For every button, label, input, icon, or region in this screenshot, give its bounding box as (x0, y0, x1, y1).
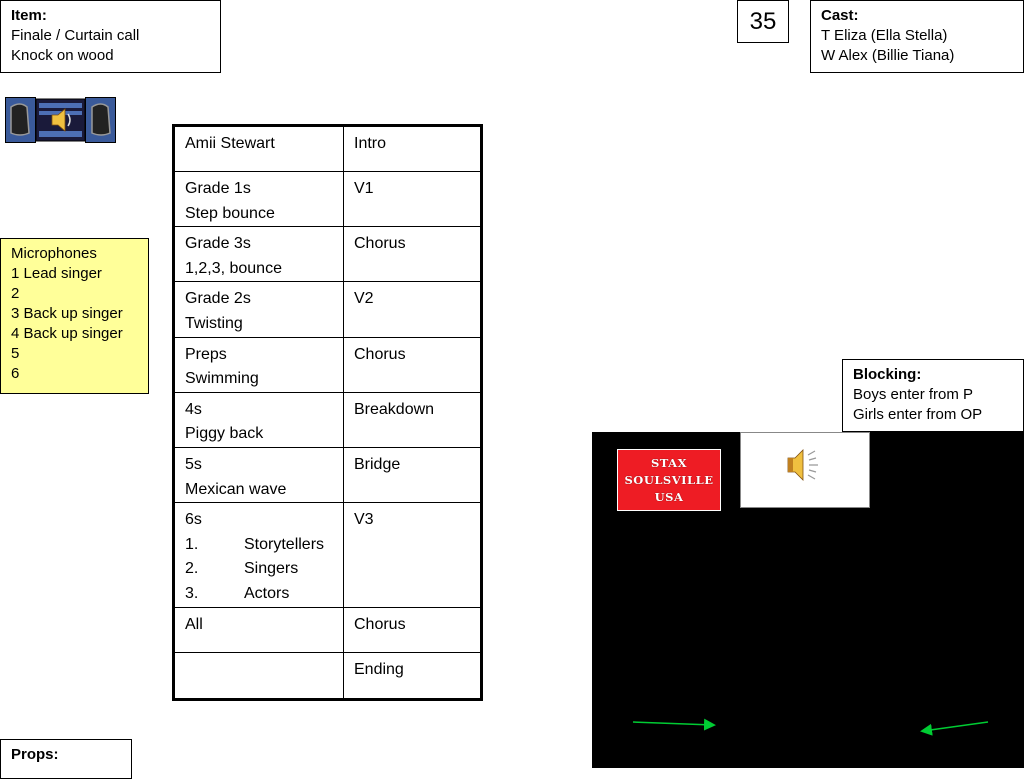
page-number: 35 (737, 0, 789, 43)
section-cell: V2 (343, 281, 482, 338)
performer-move: Mexican wave (185, 480, 287, 498)
list-item: 2.Singers (185, 560, 299, 578)
table-row: Amii Stewart Intro (173, 125, 482, 172)
cast-line-2: W Alex (Billie Tiana) (821, 47, 955, 64)
stax-sign: STAX SOULSVILLE USA (617, 449, 721, 511)
performer-move: Swimming (185, 370, 259, 388)
mic-line-5: 5 (11, 345, 20, 362)
performer-move: 1,2,3, bounce (185, 259, 282, 277)
cast-heading: Cast: (821, 7, 859, 24)
media-player-icon[interactable] (5, 97, 116, 143)
item-line-2: Knock on wood (11, 47, 114, 64)
table-row: 5s Mexican wave Bridge (173, 446, 482, 504)
performer-name: Preps (185, 345, 227, 363)
performer-cell: Amii Stewart (173, 125, 344, 172)
boys-entrance-arrow (632, 718, 716, 731)
table-row: Preps Swimming Chorus (173, 336, 482, 393)
blocking-line-1: Boys enter from P (853, 386, 974, 403)
section-cell: Chorus (343, 607, 482, 654)
speaker-icon[interactable] (741, 433, 871, 509)
section-cell: V3 (343, 502, 482, 609)
table-row: Ending (173, 652, 482, 701)
mic-line-6: 6 (11, 365, 20, 382)
section-cell: Chorus (343, 336, 482, 393)
performer-cell: Grade 3s 1,2,3, bounce (173, 226, 344, 283)
table-row: Grade 2s Twisting V2 (173, 281, 482, 338)
item-heading: Item: (11, 7, 47, 24)
microphones-box: Microphones 1 Lead singer 2 3 Back up si… (0, 238, 149, 394)
performer-name: 4s (185, 400, 202, 418)
props-box: Props: (0, 739, 132, 779)
cast-box: Cast: T Eliza (Ella Stella) W Alex (Bill… (810, 0, 1024, 73)
sign-line-2: SOULSVILLE (624, 473, 714, 487)
item-box: Item: Finale / Curtain call Knock on woo… (0, 0, 221, 73)
performer-cell: 5s Mexican wave (173, 446, 344, 504)
cast-line-1: T Eliza (Ella Stella) (821, 27, 948, 44)
mic-line-1: 1 Lead singer (11, 265, 102, 282)
performer-cell: All (173, 607, 344, 654)
performer-cell: Grade 2s Twisting (173, 281, 344, 338)
performer-name: All (185, 616, 203, 634)
performer-cell (173, 652, 344, 701)
blocking-heading: Blocking: (853, 366, 922, 383)
section-cell: Intro (343, 125, 482, 172)
performer-cell: 6s 1.Storytellers 2.Singers 3.Actors (173, 502, 344, 609)
performer-name: Grade 1s (185, 180, 251, 197)
performer-move: Step bounce (185, 204, 275, 222)
running-order-table: Amii Stewart Intro Grade 1s Step bounce … (172, 124, 483, 702)
section-cell: Bridge (343, 446, 482, 504)
table-row: Grade 1s Step bounce V1 (173, 170, 482, 228)
table-row: Grade 3s 1,2,3, bounce Chorus (173, 226, 482, 283)
performer-cell: Preps Swimming (173, 336, 344, 393)
performer-name: Grade 3s (185, 235, 251, 253)
table-row: All Chorus (173, 607, 482, 654)
mic-line-4: 4 Back up singer (11, 325, 123, 342)
performer-name: 6s (185, 511, 202, 529)
list-item: 1.Storytellers (185, 535, 325, 553)
performer-name: 5s (185, 455, 202, 473)
girls-entrance-arrow (920, 721, 989, 736)
sound-card[interactable] (740, 432, 870, 508)
section-cell: Breakdown (343, 391, 482, 448)
performer-name: Grade 2s (185, 290, 251, 308)
table-row: 6s 1.Storytellers 2.Singers 3.Actors V3 (173, 502, 482, 609)
list-item: 3.Actors (185, 584, 290, 602)
blocking-box: Blocking: Boys enter from P Girls enter … (842, 359, 1024, 432)
mic-line-3: 3 Back up singer (11, 305, 123, 322)
section-cell: Chorus (343, 226, 482, 283)
performer-cell: 4s Piggy back (173, 391, 344, 448)
item-line-1: Finale / Curtain call (11, 27, 140, 44)
stage-diagram: STAX SOULSVILLE USA (592, 432, 1024, 768)
sign-line-1: STAX (650, 456, 688, 470)
performer-move: Piggy back (185, 425, 264, 443)
blocking-line-2: Girls enter from OP (853, 406, 983, 423)
performer-roles-list: 1.Storytellers 2.Singers 3.Actors (185, 533, 333, 607)
mic-line-2: 2 (11, 285, 20, 302)
sign-line-3: USA (654, 490, 684, 504)
props-heading: Props: (11, 746, 59, 763)
mic-heading: Microphones (11, 245, 97, 262)
performer-move: Twisting (185, 314, 243, 332)
performer-name: Amii Stewart (185, 135, 275, 152)
section-cell: Ending (343, 652, 482, 701)
section-cell: V1 (343, 170, 482, 228)
entrance-arrows (632, 718, 989, 736)
performer-cell: Grade 1s Step bounce (173, 170, 344, 228)
table-row: 4s Piggy back Breakdown (173, 391, 482, 448)
